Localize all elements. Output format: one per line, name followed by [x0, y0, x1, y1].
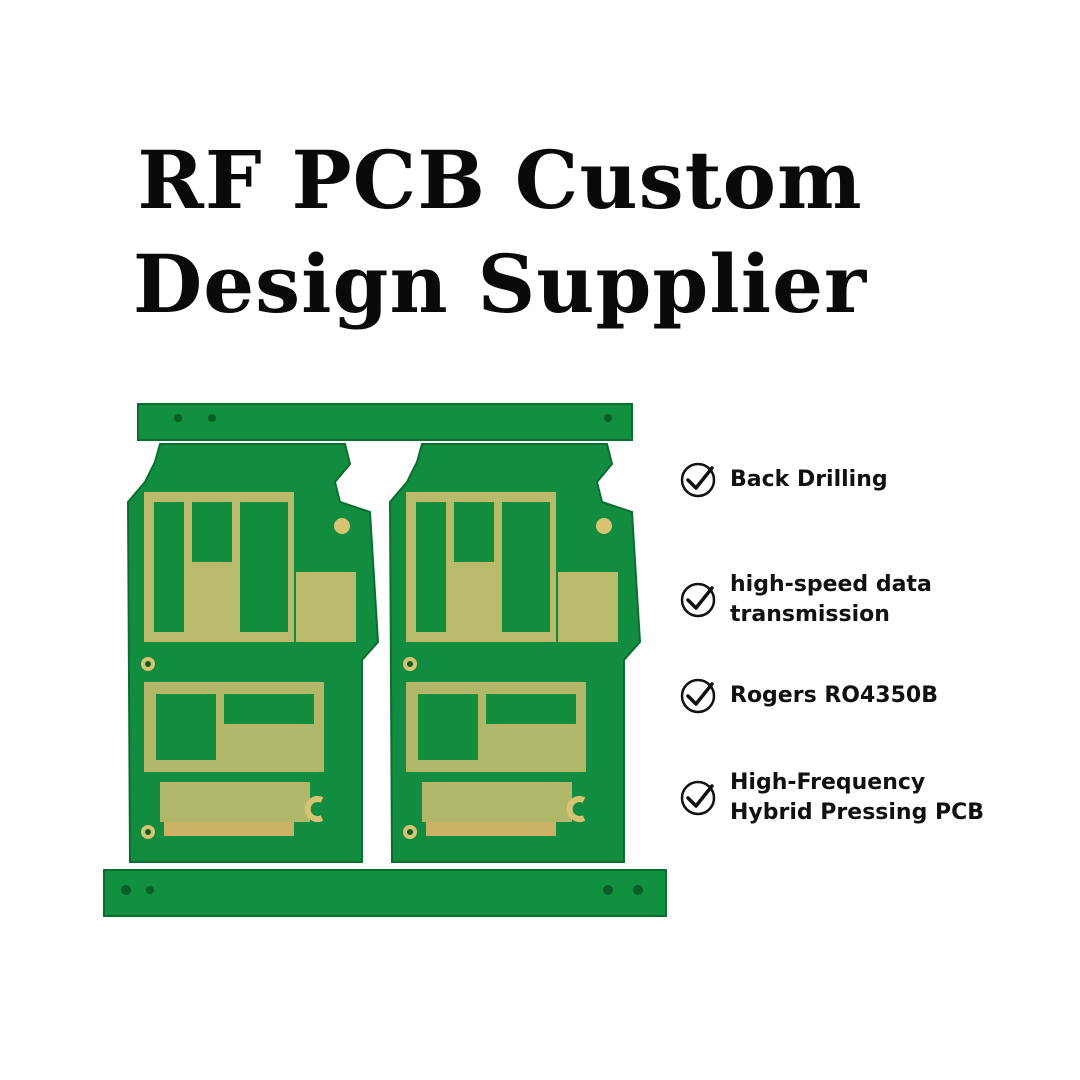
page-title: RF PCB Custom Design Supplier [0, 128, 1000, 336]
feature-line: High-Frequency [730, 770, 926, 795]
pcb-panel-image [103, 403, 667, 917]
feature-item: Back Drilling [678, 460, 1078, 500]
title-line-2: Design Supplier [132, 237, 868, 331]
feature-line: Rogers RO4350B [730, 683, 938, 708]
pcb-bottom-rail [103, 869, 667, 917]
check-circle-icon [680, 780, 716, 816]
pcb-top-rail [137, 403, 633, 441]
feature-text: Back Drilling [730, 465, 888, 495]
check-circle-icon [680, 462, 716, 498]
title-line-1: RF PCB Custom [137, 133, 863, 227]
feature-text: High-Frequency Hybrid Pressing PCB [730, 768, 984, 828]
pcb-board-left [126, 443, 380, 863]
feature-item: high-speed data transmission [678, 570, 1078, 630]
feature-line: transmission [730, 602, 890, 627]
feature-text: high-speed data transmission [730, 570, 932, 630]
pcb-board-right [388, 443, 642, 863]
feature-text: Rogers RO4350B [730, 681, 938, 711]
check-circle-icon [680, 678, 716, 714]
feature-line: Back Drilling [730, 467, 888, 492]
check-circle-icon [680, 582, 716, 618]
feature-item: Rogers RO4350B [678, 676, 1078, 716]
feature-item: High-Frequency Hybrid Pressing PCB [678, 768, 1078, 828]
feature-list: Back Drilling high-speed data transmissi… [678, 440, 1078, 860]
feature-line: Hybrid Pressing PCB [730, 800, 985, 825]
feature-line: high-speed data [730, 572, 932, 597]
